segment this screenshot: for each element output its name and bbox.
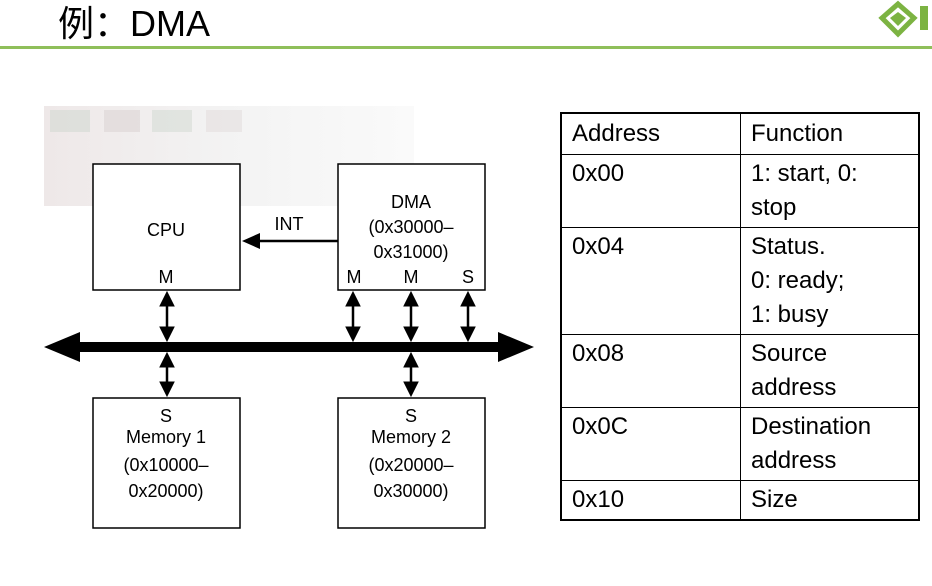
function-cell: Status. 0: ready; 1: busy [740, 227, 920, 335]
function-line: Status. [751, 233, 826, 260]
address-cell: 0x10 [560, 480, 741, 521]
function-cell: Destination address [740, 407, 920, 481]
table-header-row: Address Function [560, 112, 920, 155]
function-line: Destination [751, 413, 872, 440]
function-column-header: Function [740, 112, 920, 155]
cpu-port-label: M [159, 267, 174, 287]
function-cell: 1: start, 0: stop [740, 154, 920, 228]
system-bus [44, 332, 534, 362]
memory2-port-label: S [405, 406, 417, 426]
function-line: address [751, 447, 837, 474]
function-line: 1: busy [751, 301, 829, 328]
function-cell: Size [740, 480, 920, 521]
function-line: 1: start, 0: [751, 160, 858, 187]
memory2-block: S Memory 2 (0x20000– 0x30000) [337, 397, 486, 529]
memory1-port-label: S [160, 406, 172, 426]
dma-port-label: S [462, 267, 474, 287]
memory2-range-start: (0x20000– [368, 455, 453, 475]
function-line: address [751, 374, 837, 401]
logo-icon [878, 0, 928, 38]
cpu-block: CPU M [92, 163, 241, 291]
cpu-label: CPU [147, 220, 185, 240]
dma-label: DMA [391, 192, 431, 212]
memory1-label: Memory 1 [126, 427, 206, 447]
dma-system-diagram: CPU M DMA (0x30000– 0x31000) M M S INT [44, 106, 534, 529]
dma-port-label: M [404, 267, 419, 287]
table-row: 0x08 Source address [560, 334, 920, 408]
int-arrow: INT [242, 214, 338, 249]
title-divider [0, 46, 932, 49]
table-row: 0x00 1: start, 0: stop [560, 154, 920, 228]
dma-port-label: M [347, 267, 362, 287]
function-line: Size [751, 486, 798, 513]
memory2-range-end: 0x30000) [373, 481, 448, 501]
function-line: stop [751, 194, 797, 221]
memory1-range-start: (0x10000– [123, 455, 208, 475]
memory2-label: Memory 2 [371, 427, 451, 447]
dma-range-start: (0x30000– [368, 217, 453, 237]
function-line: 0: ready; [751, 267, 845, 294]
memory1-range-end: 0x20000) [128, 481, 203, 501]
dma-range-end: 0x31000) [373, 242, 448, 262]
address-cell: 0x0C [560, 407, 741, 481]
address-cell: 0x00 [560, 154, 741, 228]
table-row: 0x10 Size [560, 480, 920, 521]
function-cell: Source address [740, 334, 920, 408]
table-row: 0x04 Status. 0: ready; 1: busy [560, 227, 920, 335]
address-column-header: Address [560, 112, 741, 155]
address-cell: 0x04 [560, 227, 741, 335]
memory1-block: S Memory 1 (0x10000– 0x20000) [92, 397, 241, 529]
function-line: Source [751, 340, 828, 367]
address-cell: 0x08 [560, 334, 741, 408]
register-map-table: Address Function 0x00 1: start, 0: stop … [560, 112, 920, 521]
int-label: INT [275, 214, 304, 234]
slide-title: 例：DMA [58, 3, 210, 44]
bus-connector [159, 290, 476, 398]
table-row: 0x0C Destination address [560, 407, 920, 481]
dma-block: DMA (0x30000– 0x31000) M M S [337, 163, 486, 291]
